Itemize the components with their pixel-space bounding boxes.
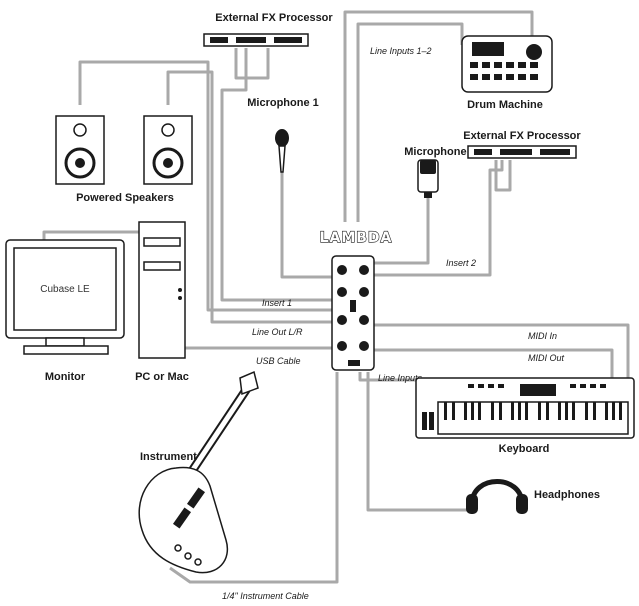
cable-label-line-inputs-bottom: Line Inputs <box>378 373 423 383</box>
fx-processor-right: External FX Processor <box>463 130 581 159</box>
cable-label-insert-1: Insert 1 <box>262 298 292 308</box>
pc-power-icon <box>178 288 182 292</box>
monitor: Cubase LE Monitor <box>5 239 125 383</box>
powered-speakers: Powered Speakers <box>55 115 193 204</box>
cable-monitor-pc <box>42 230 150 240</box>
microphone-1-head-icon <box>275 129 289 147</box>
fx-processor-top-display <box>210 37 228 43</box>
pc-drive-bay-2 <box>143 261 181 271</box>
mixer-brand-logo: LAMBDA <box>320 230 393 246</box>
fx-processor-right-label: External FX Processor <box>463 130 581 142</box>
cable-insert-2-return <box>494 160 512 192</box>
pc-tower: PC or Mac <box>135 221 189 383</box>
cable-fx-top <box>234 48 270 80</box>
drum-machine-pads <box>470 62 538 80</box>
keyboard-display <box>520 384 556 396</box>
microphone-1: Microphone 1 <box>247 97 319 173</box>
fx-processor-top-label: External FX Processor <box>215 12 333 24</box>
cable-label-insert-2: Insert 2 <box>446 258 476 268</box>
microphone-2-label: Microphone 2 <box>404 146 476 158</box>
powered-speakers-label: Powered Speakers <box>76 192 174 204</box>
headphones-right-cup-icon <box>516 494 528 514</box>
microphone-1-handle <box>278 145 286 173</box>
cable-speaker-right <box>166 70 332 324</box>
microphone-1-label: Microphone 1 <box>247 97 319 109</box>
cable-microphone-2 <box>374 198 430 265</box>
cable-headphones <box>366 372 470 512</box>
guitar-knob-icon <box>174 544 182 552</box>
pc-drive-bay-1 <box>143 237 181 247</box>
headphones-label: Headphones <box>534 489 600 501</box>
cable-instrument <box>169 372 339 584</box>
cable-midi-in <box>374 323 630 378</box>
cable-line-inputs-drum-b <box>356 22 464 222</box>
pc-label: PC or Mac <box>135 371 189 383</box>
cables <box>42 10 630 584</box>
cable-midi-out <box>374 348 614 378</box>
keyboard-keys <box>437 401 629 435</box>
cable-label-midi-in: MIDI In <box>528 331 557 341</box>
cable-insert-2 <box>374 160 504 277</box>
monitor-neck <box>45 337 85 347</box>
drum-machine-dial-icon <box>526 44 542 60</box>
cable-label-usb: USB Cable <box>256 356 301 366</box>
cable-fx-top-insert <box>220 48 332 302</box>
cable-speaker-left <box>78 60 332 312</box>
mixer-knob-icon <box>337 265 347 275</box>
microphone-2: Microphone 2 <box>404 146 476 198</box>
speaker-right-tweeter-icon <box>161 123 175 137</box>
cable-label-line-inputs-top: Line Inputs 1–2 <box>370 46 432 56</box>
speaker-left-tweeter-icon <box>73 123 87 137</box>
keyboard-mod-wheel-icon <box>429 412 434 430</box>
keyboard-black-keys <box>444 402 622 420</box>
keyboard-buttons <box>468 384 606 388</box>
drum-machine-display <box>472 42 504 56</box>
guitar-pickup-icon <box>172 507 192 529</box>
drum-machine: Drum Machine <box>461 35 553 111</box>
lambda-mixer: LAMBDA <box>319 229 393 371</box>
cable-label-midi-out: MIDI Out <box>528 353 565 363</box>
cable-microphone-1 <box>280 170 332 279</box>
monitor-stand <box>23 345 109 355</box>
monitor-screen <box>13 247 117 331</box>
drum-machine-label: Drum Machine <box>467 99 543 111</box>
keyboard-pitch-wheel-icon <box>422 412 427 430</box>
fx-processor-top-knobs <box>274 37 302 43</box>
headphones: Headphones <box>466 479 600 514</box>
monitor-label: Monitor <box>45 371 86 383</box>
instrument-label: Instrument <box>140 451 197 463</box>
keyboard: Keyboard <box>415 377 635 455</box>
cable-label-line-out: Line Out L/R <box>252 327 303 337</box>
guitar: Instrument <box>138 370 259 574</box>
fx-processor-top: External FX Processor <box>203 12 333 47</box>
guitar-headstock <box>239 370 259 396</box>
cable-line-inputs-drum-a <box>343 10 534 222</box>
monitor-screen-text: Cubase LE <box>40 284 90 295</box>
fx-processor-top-controls <box>236 37 266 43</box>
cable-label-instrument: 1/4" Instrument Cable <box>222 591 309 601</box>
headphones-band-icon <box>469 479 525 505</box>
keyboard-label: Keyboard <box>499 443 550 455</box>
headphones-left-cup-icon <box>466 494 478 514</box>
